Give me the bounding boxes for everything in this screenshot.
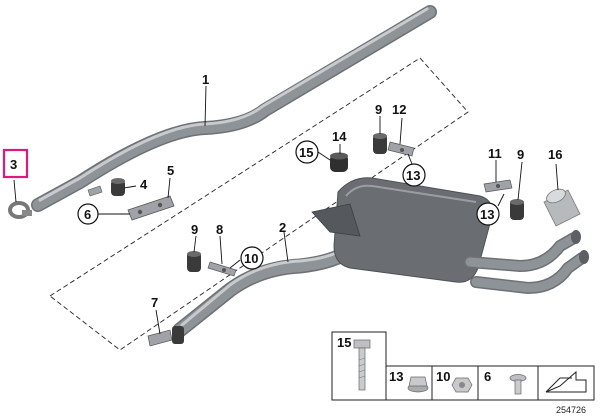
callout-16: 16	[548, 147, 562, 162]
callout-13-upper: 13	[406, 168, 420, 183]
rear-silencer	[172, 177, 589, 338]
callout-4: 4	[140, 177, 148, 192]
callout-9-lower: 9	[191, 222, 198, 237]
callout-11: 11	[488, 146, 502, 161]
arrow-icon	[545, 370, 587, 393]
hanger-8	[207, 261, 237, 277]
callout-10-circle	[240, 246, 264, 270]
callout-6: 6	[84, 207, 91, 222]
callout-6-circle	[77, 203, 99, 225]
rubber-mount-9-upper	[373, 133, 415, 157]
legend-number-6: 6	[484, 369, 491, 384]
callout-15-circle	[295, 140, 319, 164]
hex-nut-icon	[451, 377, 473, 393]
screw-icon	[509, 374, 527, 395]
assembly-outline	[49, 57, 469, 351]
rubber-mount-9-lower	[187, 251, 201, 272]
front-pipe	[31, 5, 437, 212]
legend-number-13: 13	[389, 369, 403, 384]
leader-lines	[13, 85, 559, 335]
callout-10: 10	[244, 251, 258, 266]
legend-number-15: 15	[337, 335, 351, 350]
callout-13-lower: 13	[480, 207, 494, 222]
callout-13a-circle	[402, 163, 426, 187]
callout-5: 5	[167, 163, 174, 178]
diagram-id: 254726	[556, 405, 586, 415]
flange-nut-icon	[407, 376, 429, 393]
hardware-legend: 15 13 10 6	[331, 331, 595, 415]
tailpipe-sleeve-16	[543, 188, 581, 227]
hanger-bracket-7	[147, 326, 184, 347]
callout-14: 14	[332, 129, 347, 144]
rubber-mount-4	[111, 178, 125, 196]
hanger-11	[483, 179, 513, 193]
callout-1: 1	[202, 72, 209, 87]
rubber-mount-9-right	[510, 199, 524, 220]
callout-12: 12	[392, 102, 406, 117]
callout-9-upper: 9	[375, 102, 382, 117]
callout-13b-circle	[476, 202, 500, 226]
callout-2: 2	[279, 220, 286, 235]
callout-7: 7	[151, 295, 158, 310]
pipe-clamp	[8, 201, 32, 219]
callout-3: 3	[10, 157, 17, 172]
callout-3-highlight	[2, 148, 29, 179]
bolt-icon	[353, 339, 371, 391]
bracket-5	[127, 195, 175, 221]
callouts: 1 2 3 4 5 6 7 8 9 10 9 12 13 14 15 11 9 …	[2, 72, 562, 310]
rubber-plug-14	[330, 152, 348, 172]
callout-8: 8	[216, 222, 223, 237]
legend-number-10: 10	[436, 369, 450, 384]
callout-15: 15	[299, 145, 313, 160]
callout-9-right: 9	[517, 147, 524, 162]
